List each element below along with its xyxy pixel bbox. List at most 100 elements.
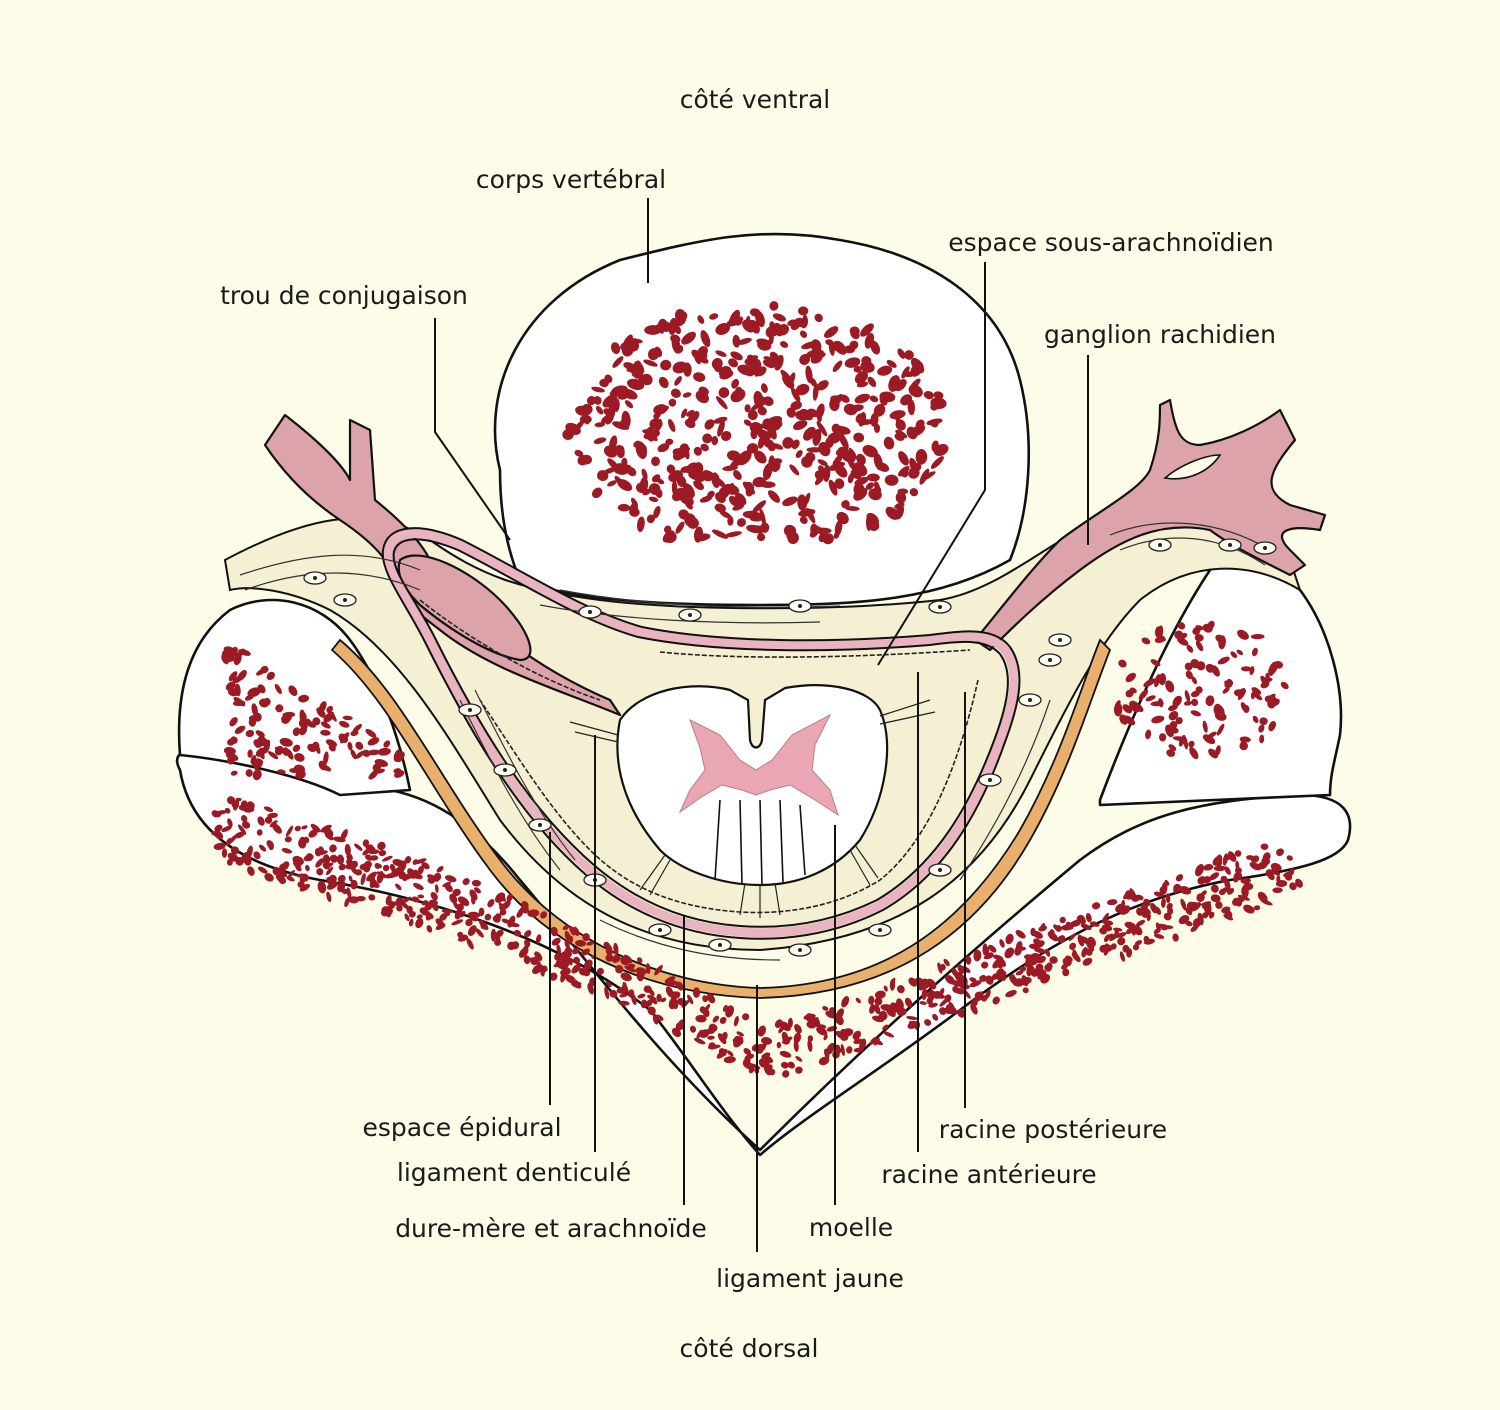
marrow-trabecula (408, 918, 414, 927)
marrow-trabecula (318, 760, 327, 771)
marrow-trabecula (369, 855, 379, 861)
marrow-trabecula (1289, 882, 1297, 891)
marrow-trabecula (1059, 916, 1066, 924)
marrow-trabecula (841, 500, 850, 509)
marrow-trabecula (226, 858, 233, 866)
marrow-trabecula (731, 378, 739, 389)
marrow-trabecula (981, 961, 989, 969)
marrow-trabecula (457, 896, 470, 907)
marrow-trabecula (906, 426, 918, 440)
marrow-trabecula (666, 464, 676, 474)
marrow-trabecula (943, 958, 950, 967)
marrow-trabecula (238, 649, 251, 656)
marrow-trabecula (930, 397, 947, 410)
marrow-trabecula (1205, 695, 1215, 707)
marrow-trabecula (1243, 705, 1250, 713)
marrow-trabecula (882, 1024, 889, 1031)
marrow-trabecula (649, 418, 663, 430)
marrow-trabecula (650, 485, 660, 496)
marrow-trabecula (693, 480, 704, 491)
marrow-trabecula (715, 396, 728, 410)
marrow-trabecula (1220, 875, 1228, 884)
marrow-trabecula (818, 441, 831, 457)
marrow-trabecula (799, 354, 811, 365)
marrow-trabecula (715, 323, 731, 335)
marrow-trabecula (780, 369, 793, 384)
marrow-trabecula (1186, 644, 1194, 653)
marrow-trabecula (1259, 717, 1268, 726)
marrow-trabecula (658, 376, 669, 389)
marrow-trabecula (715, 492, 726, 504)
marrow-trabecula (786, 530, 796, 540)
marrow-trabecula (315, 858, 324, 868)
marrow-trabecula (340, 888, 349, 895)
marrow-trabecula (708, 1042, 716, 1050)
marrow-trabecula (278, 876, 286, 885)
marrow-trabecula (895, 491, 907, 504)
marrow-trabecula (924, 1019, 932, 1026)
marrow-trabecula (988, 944, 997, 953)
marrow-trabecula (1057, 935, 1066, 943)
marrow-trabecula (817, 459, 828, 466)
marrow-trabecula (626, 466, 637, 477)
marrow-trabecula (462, 878, 470, 886)
marrow-trabecula (1115, 903, 1125, 913)
marrow-trabecula (1202, 734, 1216, 745)
marrow-trabecula (399, 860, 409, 865)
marrow-trabecula (717, 420, 725, 437)
marrow-trabecula (1230, 651, 1238, 658)
marrow-trabecula (1211, 884, 1219, 893)
marrow-trabecula (530, 956, 539, 966)
marrow-trabecula (627, 963, 636, 969)
marrow-trabecula (244, 693, 255, 701)
marrow-trabecula (214, 824, 223, 832)
marrow-trabecula (247, 801, 255, 810)
marrow-trabecula (1134, 894, 1144, 901)
marrow-trabecula (867, 473, 880, 482)
marrow-trabecula (292, 744, 301, 752)
marrow-trabecula (692, 987, 701, 998)
marrow-trabecula (760, 481, 776, 489)
marrow-trabecula (1022, 987, 1029, 994)
marrow-trabecula (391, 868, 402, 877)
left-ganglion (397, 554, 532, 662)
marrow-trabecula (1125, 689, 1134, 698)
marrow-trabecula (1259, 734, 1265, 744)
marrow-trabecula (326, 705, 333, 713)
marrow-trabecula (637, 993, 646, 999)
marrow-trabecula (1196, 893, 1205, 902)
marrow-trabecula (318, 701, 327, 713)
marrow-trabecula (507, 922, 520, 928)
marrow-trabecula (1129, 888, 1137, 899)
marrow-trabecula (895, 429, 908, 439)
marrow-trabecula (582, 933, 590, 942)
marrow-trabecula (629, 502, 638, 515)
marrow-trabecula (408, 911, 416, 918)
marrow-trabecula (1250, 633, 1265, 640)
marrow-trabecula (926, 978, 937, 990)
marrow-trabecula (787, 319, 796, 326)
marrow-trabecula (436, 866, 444, 873)
cell-nucleus (468, 708, 472, 712)
marrow-trabecula (844, 357, 861, 368)
marrow-trabecula (810, 354, 823, 364)
marrow-trabecula (365, 729, 377, 738)
marrow-trabecula (853, 432, 865, 443)
marrow-trabecula (1165, 893, 1171, 904)
marrow-trabecula (1202, 720, 1208, 733)
marrow-trabecula (1262, 852, 1271, 862)
marrow-trabecula (232, 700, 246, 707)
marrow-trabecula (494, 939, 502, 946)
cell-nucleus (938, 605, 942, 609)
marrow-trabecula (714, 503, 726, 513)
marrow-trabecula (670, 334, 681, 344)
marrow-trabecula (355, 750, 365, 759)
marrow-trabecula (1082, 957, 1093, 966)
marrow-trabecula (299, 709, 306, 720)
marrow-trabecula (1233, 689, 1245, 697)
marrow-trabecula (874, 990, 886, 999)
marrow-trabecula (658, 318, 668, 329)
marrow-trabecula (367, 737, 380, 746)
marrow-trabecula (1276, 848, 1284, 857)
cell-nucleus (588, 610, 592, 614)
